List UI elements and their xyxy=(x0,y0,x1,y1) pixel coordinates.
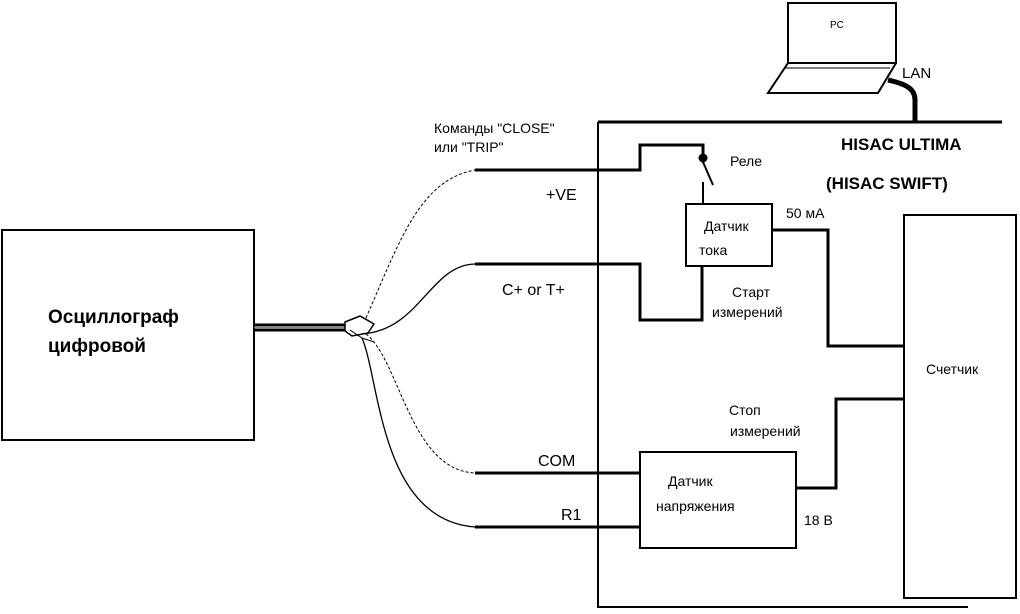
r1-label: R1 xyxy=(561,507,582,524)
current-value-label: 50 мА xyxy=(786,205,825,221)
voltage-sensor-box xyxy=(639,451,797,549)
voltage-sensor-label-1: Датчик xyxy=(668,473,713,489)
c-or-t-label: C+ or T+ xyxy=(502,282,565,299)
relay-label: Реле xyxy=(730,153,762,169)
current-sensor-label-1: Датчик xyxy=(704,218,749,234)
probe-lead-r1 xyxy=(361,337,476,528)
start-label-1: Старт xyxy=(732,284,771,300)
wire-plus-ve xyxy=(475,143,705,172)
pc-laptop-icon xyxy=(766,2,897,94)
lan-label: LAN xyxy=(902,65,931,82)
counter-label: Счетчик xyxy=(926,361,979,377)
oscilloscope-label-1: Осциллограф xyxy=(48,307,179,328)
device-title: HISAC ULTIMA xyxy=(841,135,962,154)
commands-label-2: или "TRIP" xyxy=(434,139,504,155)
stop-label-1: Стоп xyxy=(729,402,761,418)
probe-lead-plus-ve xyxy=(365,169,476,319)
probe-cable-bundle xyxy=(254,315,376,343)
lan-cable xyxy=(887,77,918,122)
counter-box xyxy=(903,214,1017,599)
wire-stop-signal xyxy=(796,397,904,490)
oscilloscope-label-2: цифровой xyxy=(48,336,146,357)
current-sensor-box xyxy=(685,203,773,267)
relay-icon xyxy=(698,153,714,204)
wire-c-or-t xyxy=(475,262,704,322)
oscilloscope-box xyxy=(1,229,255,441)
stop-label-2: измерений xyxy=(730,423,801,439)
com-label: COM xyxy=(538,453,575,470)
voltage-sensor-label-2: напряжения xyxy=(656,498,735,514)
probe-lead-c-t xyxy=(361,263,476,335)
wire-start-signal xyxy=(772,228,904,348)
voltage-value-label: 18 В xyxy=(804,512,833,528)
commands-label-1: Команды "CLOSE" xyxy=(434,120,555,136)
device-subtitle: (HISAC SWIFT) xyxy=(826,174,948,193)
plus-ve-label: +VE xyxy=(546,187,577,204)
probe-lead-com xyxy=(365,333,476,474)
pc-label: PC xyxy=(830,20,844,31)
start-label-2: измерений xyxy=(712,304,783,320)
current-sensor-label-2: тока xyxy=(699,242,727,258)
